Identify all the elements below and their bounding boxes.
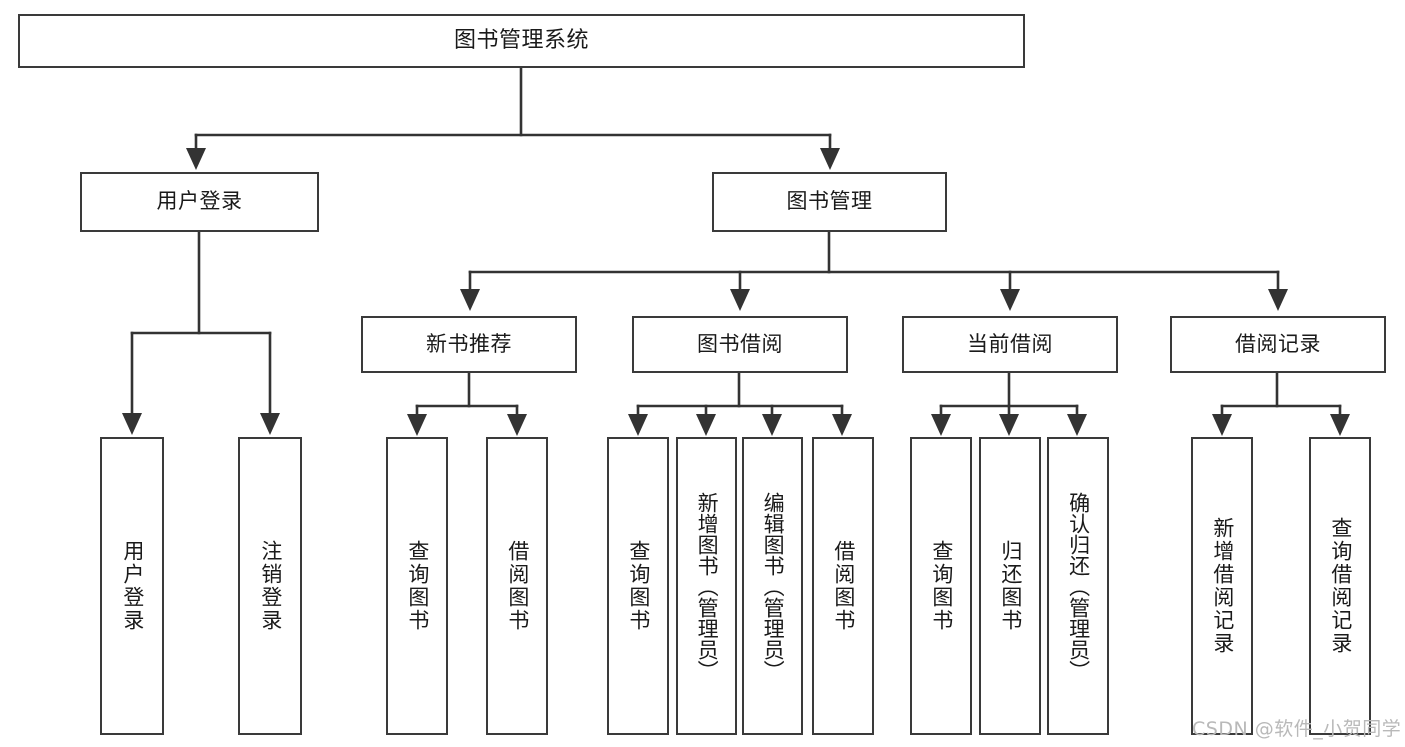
node-label: 用户登录 [120,540,145,632]
node-new-book-recommend[interactable]: 新书推荐 [361,316,577,373]
node-label: 新书推荐 [426,331,512,356]
node-label: 归还图书 [998,540,1023,632]
node-label: 查询图书 [929,540,954,632]
node-label: 查询图书 [405,540,430,632]
node-leaf-add-record[interactable]: 新增借阅记录 [1191,437,1253,735]
node-leaf-logout[interactable]: 注销登录 [238,437,302,735]
node-root-system[interactable]: 图书管理系统 [18,14,1025,68]
node-user-login[interactable]: 用户登录 [80,172,319,232]
node-leaf-query-record[interactable]: 查询借阅记录 [1309,437,1371,735]
node-leaf-user-login[interactable]: 用户登录 [100,437,164,735]
node-leaf-confirm-return[interactable]: 确认归还（管理员） [1047,437,1109,735]
node-leaf-edit-book[interactable]: 编辑图书（管理员） [742,437,803,735]
node-leaf-borrow-book-1[interactable]: 借阅图书 [486,437,548,735]
node-label: 新增借阅记录 [1210,517,1235,655]
node-label: 借阅图书 [831,540,856,632]
node-label: 新增图书（管理员） [695,491,720,681]
node-leaf-add-book[interactable]: 新增图书（管理员） [676,437,737,735]
watermark-text: CSDN @软件_小贺同学 [1192,718,1402,740]
node-leaf-query-book-3[interactable]: 查询图书 [910,437,972,735]
node-label: 确认归还（管理员） [1066,491,1091,681]
node-label: 查询图书 [626,540,651,632]
node-book-borrow[interactable]: 图书借阅 [632,316,848,373]
node-label: 图书管理 [786,189,873,214]
node-label: 图书管理系统 [453,27,589,53]
node-label: 用户登录 [156,189,243,214]
node-label: 查询借阅记录 [1328,517,1353,655]
node-borrow-record[interactable]: 借阅记录 [1170,316,1386,373]
node-book-manage[interactable]: 图书管理 [712,172,947,232]
node-label: 注销登录 [258,540,283,632]
node-label: 借阅图书 [505,540,530,632]
node-leaf-query-book-2[interactable]: 查询图书 [607,437,669,735]
node-leaf-borrow-book-2[interactable]: 借阅图书 [812,437,874,735]
node-label: 借阅记录 [1235,331,1321,356]
node-leaf-query-book-1[interactable]: 查询图书 [386,437,448,735]
node-current-borrow[interactable]: 当前借阅 [902,316,1118,373]
node-label: 当前借阅 [967,331,1053,356]
node-leaf-return-book[interactable]: 归还图书 [979,437,1041,735]
node-label: 编辑图书（管理员） [761,491,786,681]
node-label: 图书借阅 [697,331,783,356]
